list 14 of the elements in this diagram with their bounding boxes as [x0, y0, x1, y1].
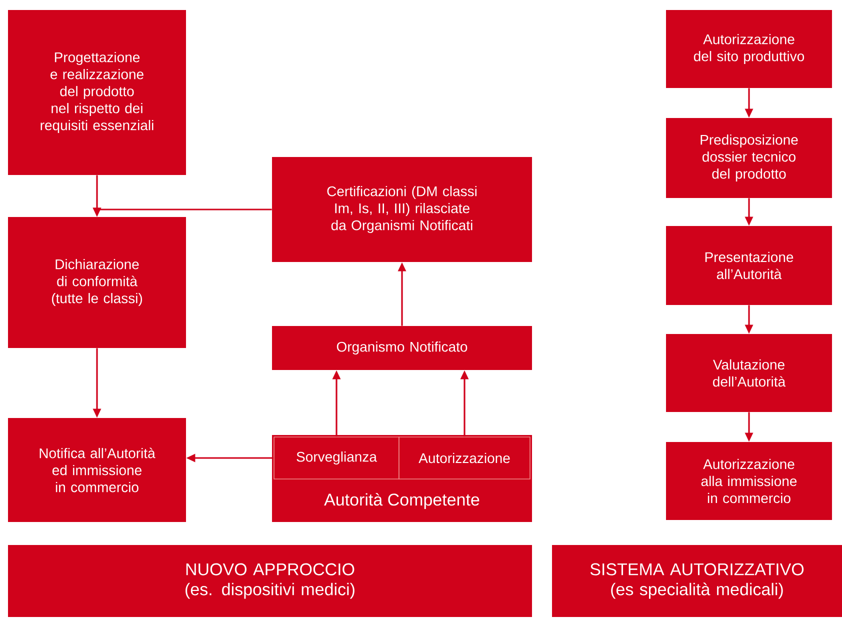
process-box: Autorizzazione alla immissione in commercio [666, 442, 832, 520]
banner: SISTEMA AUTORIZZATIVO (es specialità medicali) [552, 545, 842, 617]
banner: NUOVO APPROCCIO (es. dispositivi medici) [8, 545, 532, 617]
process-box: Dichiarazione di conformità (tutte le classi) [8, 217, 186, 348]
process-box: Certificazioni (DM classi Im, Is, II, III) rilasciate da Organismi Notificati [272, 157, 532, 262]
process-box: Valutazione dell’Autorità [666, 334, 832, 412]
process-box: Autorizzazione del sito produttivo [666, 10, 832, 88]
process-box: Progettazione e realizzazione del prodotto nel rispetto dei requisiti essenziali [8, 10, 186, 175]
process-box: Notifica all’Autorità ed immissione in commercio [8, 418, 186, 522]
process-box: Presentazione all’Autorità [666, 226, 832, 305]
process-box: Organismo Notificato [272, 326, 532, 370]
process-box: Sorveglianza [274, 436, 400, 480]
process-box: Predisposizione dossier tecnico del prodotto [666, 118, 832, 198]
process-box: Autorizzazione [398, 436, 530, 480]
